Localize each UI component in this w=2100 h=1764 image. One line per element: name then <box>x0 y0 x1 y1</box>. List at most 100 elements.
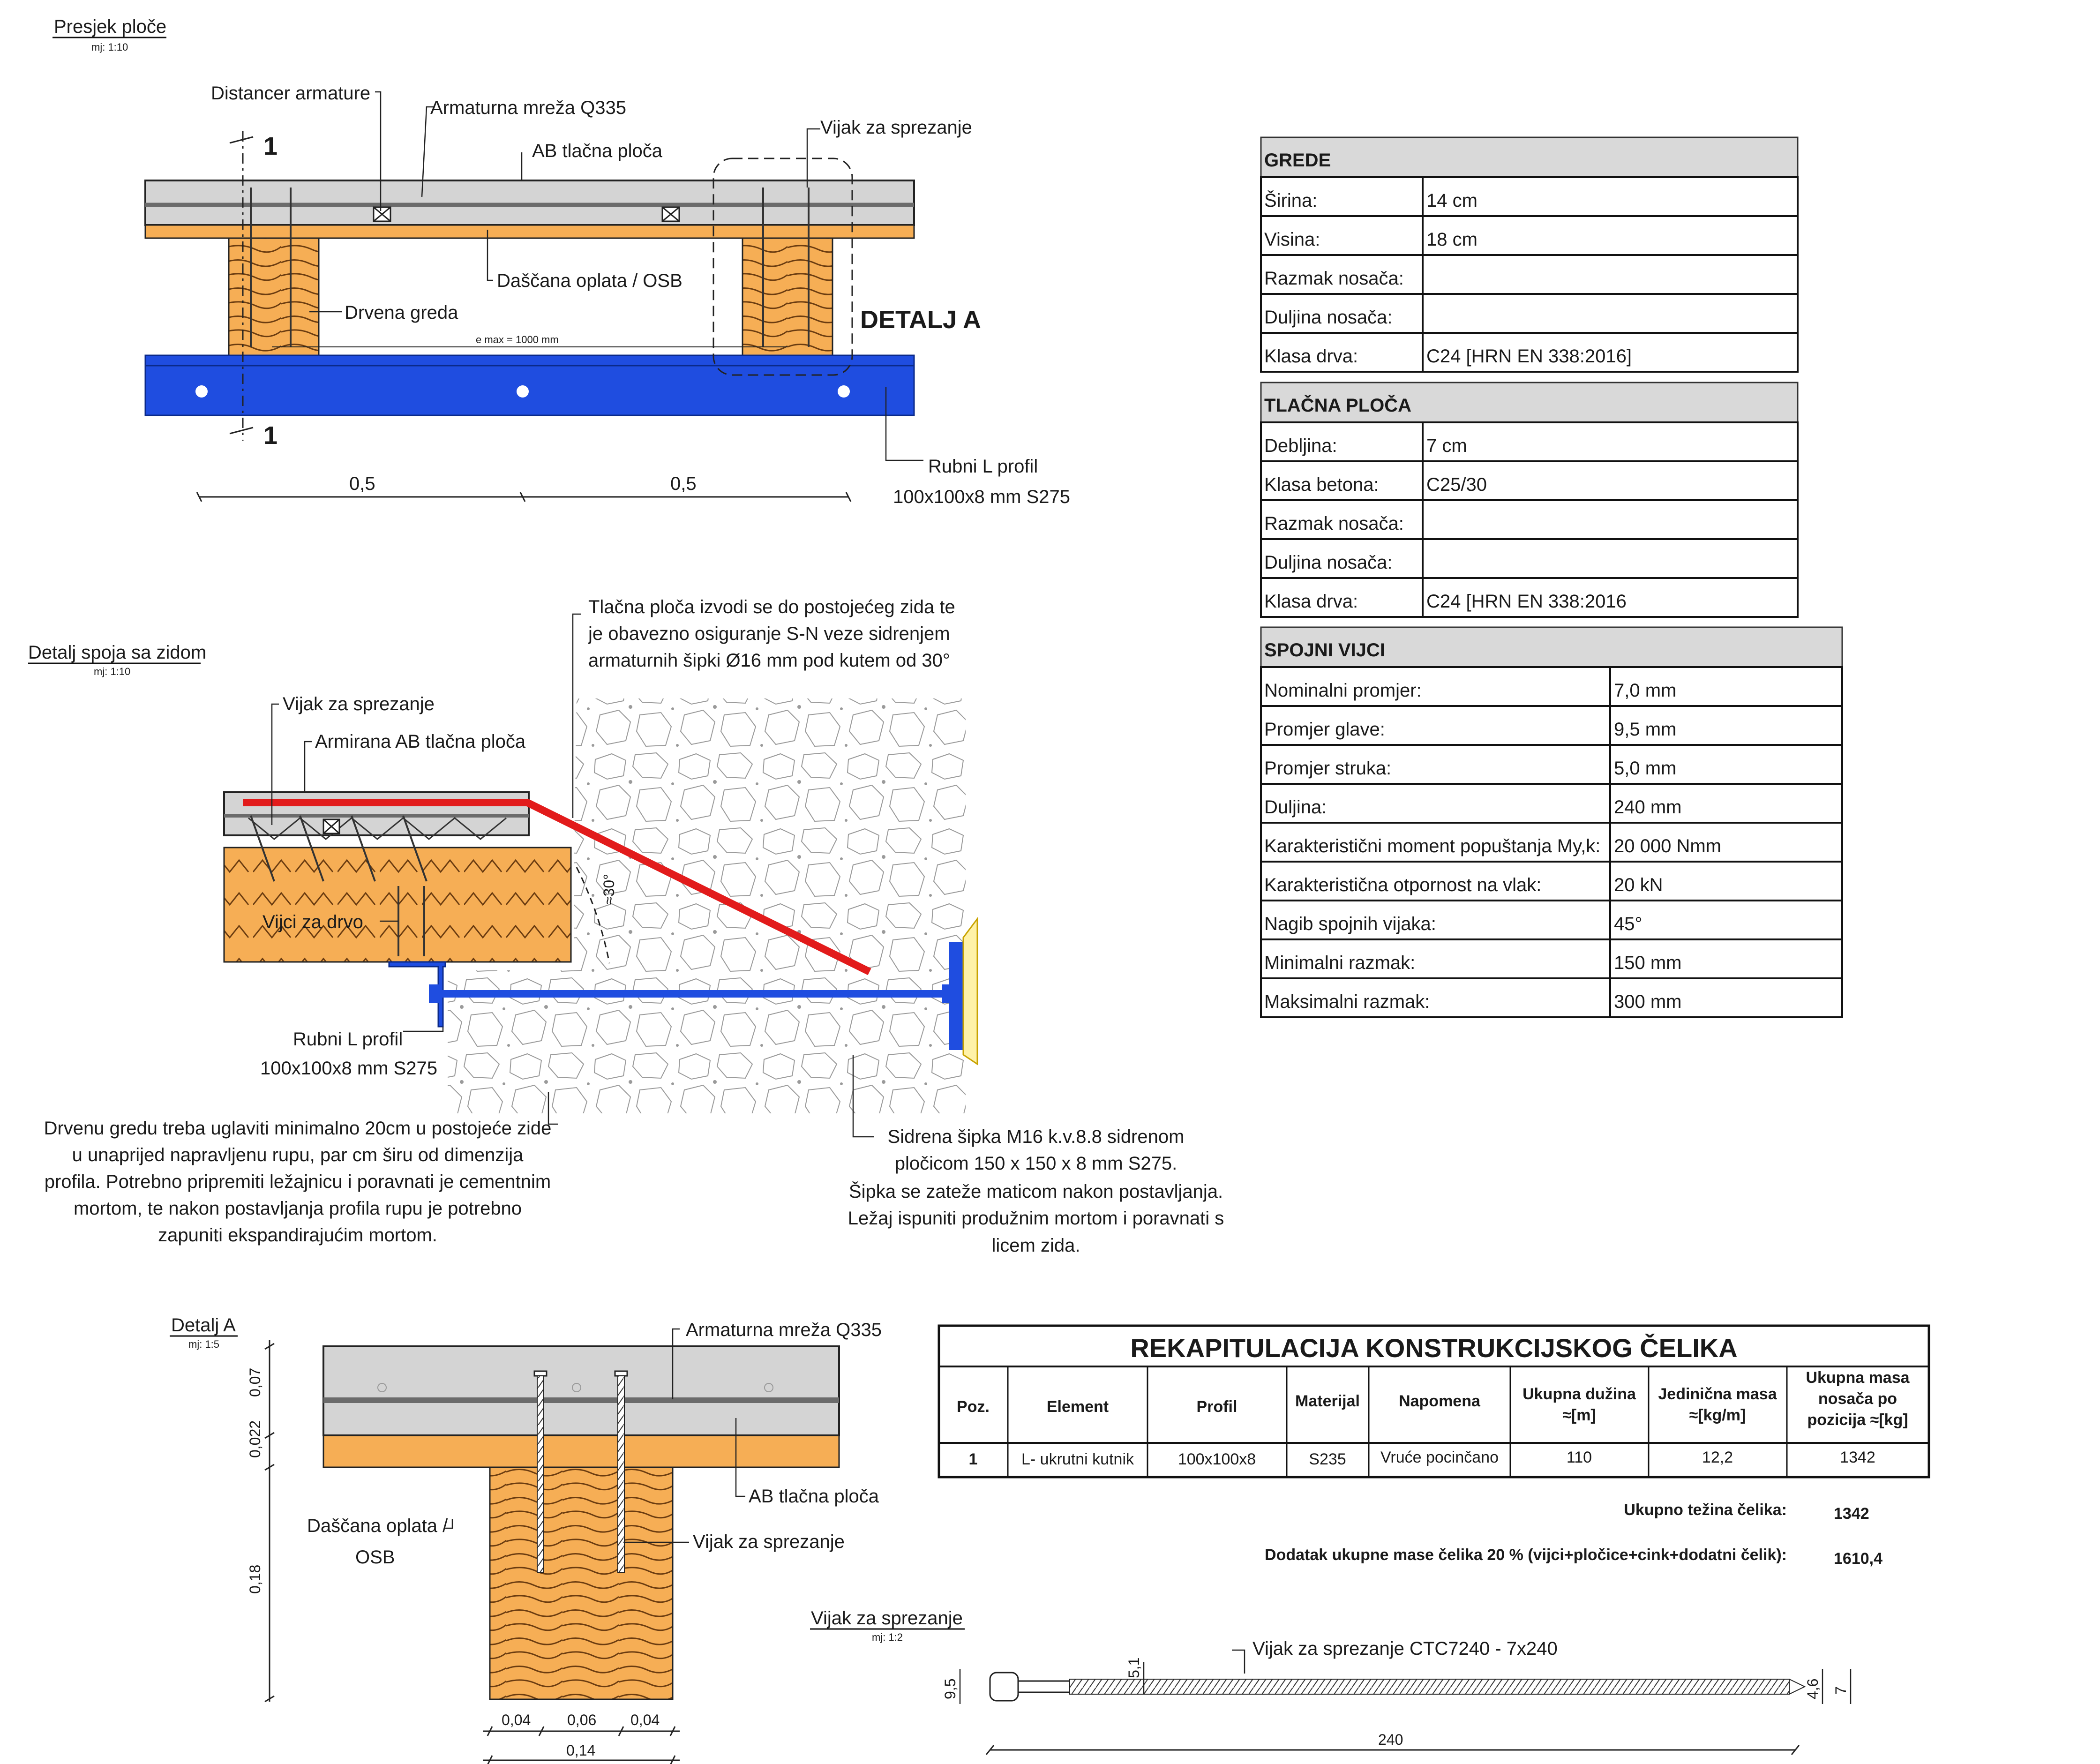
grede-row-value-cell <box>1422 254 1799 295</box>
grede-row-label-cell <box>1260 215 1424 256</box>
timber-beam-left <box>228 237 320 356</box>
vijci-row-label-cell <box>1260 666 1611 707</box>
vijci-row-value-cell <box>1609 744 1843 785</box>
detail-a-scale: mj: 1:5 <box>188 1338 219 1350</box>
tlacna-row-label-cell <box>1260 460 1424 501</box>
note-left-4: mortom, te nakon postavljanja profila ru… <box>74 1198 522 1219</box>
rekap-h-um-2: nosača po <box>1818 1390 1897 1408</box>
note-left-5: zapuniti ekspandirajućim mortom. <box>158 1225 437 1246</box>
rekap-h-poz: Poz. <box>957 1398 990 1416</box>
screw-dim-outer: 7 <box>1832 1686 1849 1695</box>
detail-a-boarding <box>322 1434 840 1468</box>
rekap-r-um: 1342 <box>1840 1449 1875 1466</box>
detail-a-frame <box>712 158 853 376</box>
rekap-extra-label: Dodatak ukupne mase čelika 20 % (vijci+p… <box>1265 1546 1787 1564</box>
rekap-r-profil: 100x100x8 <box>1178 1450 1256 1468</box>
tlacna-row-value: C24 [HRN EN 338:2016 <box>1426 591 1627 612</box>
rekap-h-jm-1: Jedinična masa <box>1658 1385 1777 1403</box>
vijci-title: SPOJNI VIJCI <box>1264 640 1385 661</box>
vijci-row-value: 20 000 Nmm <box>1614 836 1721 856</box>
screw-dim-thread: 5,1 <box>1125 1658 1142 1678</box>
rekap-r-poz: 1 <box>969 1450 978 1468</box>
grede-row-value: C24 [HRN EN 338:2016] <box>1426 346 1632 367</box>
vijci-row-label: Nominalni promjer: <box>1264 680 1422 701</box>
slab-label: AB tlačna ploča <box>532 141 663 161</box>
dim-left: 0,5 <box>349 473 375 494</box>
grede-title: GREDE <box>1264 150 1331 171</box>
grede-row-value-cell <box>1422 215 1799 256</box>
wall-profile-label-1: Rubni L profil <box>293 1029 403 1050</box>
rekap-total-label: Ukupno težina čelika: <box>1624 1501 1787 1519</box>
screw-dim-tip: 4,6 <box>1804 1679 1821 1699</box>
grede-row-label: Duljina nosača: <box>1264 307 1393 328</box>
rekap-r-duzina: 110 <box>1567 1449 1592 1466</box>
rekap-r-element: L- ukrutni kutnik <box>1021 1450 1134 1468</box>
vijci-row-value-cell <box>1609 977 1843 1018</box>
vijci-row-label: Promjer struka: <box>1264 758 1391 779</box>
rekap-h-profil: Profil <box>1197 1398 1238 1416</box>
tlacna-row-label: Debljina: <box>1264 435 1337 456</box>
table-vijci: SPOJNI VIJCI Nominalni promjer: 7,0 mm Pro… <box>1260 626 1843 1018</box>
section-scale: mj: 1:10 <box>91 41 128 53</box>
dim-v-slab: 0,07 <box>247 1368 263 1397</box>
wall-screw-label: Vijak za sprezanje <box>283 694 435 714</box>
rekap-h-napomena: Napomena <box>1399 1392 1481 1410</box>
note-right-5: licem zida. <box>992 1235 1080 1256</box>
grede-row-label-cell <box>1260 176 1424 217</box>
vijci-row-label: Nagib spojnih vijaka: <box>1264 914 1436 934</box>
rekap-h-um-3: pozicija ≈[kg] <box>1807 1411 1908 1429</box>
tlacna-row-value-cell <box>1422 538 1799 579</box>
steel-edge-profile <box>144 354 915 416</box>
tlacna-row-value-cell <box>1422 577 1799 618</box>
anchor-rebar <box>243 799 871 976</box>
angle-label: ≈30° <box>600 874 617 905</box>
vijci-row-value-cell <box>1609 822 1843 863</box>
vijci-row-label: Karakteristična otpornost na vlak: <box>1264 875 1541 895</box>
tlacna-row-value-cell <box>1422 499 1799 540</box>
screw-shank <box>1017 1680 1071 1693</box>
detail-a-boarding-label-1: Daščana oplata / <box>307 1516 448 1536</box>
screw-detail: Vijak za sprezanje mj: 1:2 Vijak za spre… <box>810 1608 1852 1755</box>
vijci-row-value: 9,5 mm <box>1614 719 1676 740</box>
detail-a-screws <box>533 1370 628 1573</box>
wall-slab-label: Armirana AB tlačna ploča <box>315 731 526 752</box>
beam-label: Drvena greda <box>345 302 458 323</box>
boarding-label: Daščana oplata / OSB <box>497 270 682 291</box>
vijci-row-value-cell <box>1609 666 1843 707</box>
profile-label-2: 100x100x8 mm S275 <box>893 487 1070 507</box>
note-right-4: Ležaj ispuniti produžnim mortom i poravn… <box>848 1208 1224 1229</box>
mesh-label: Armaturna mreža Q335 <box>430 98 626 118</box>
vijci-row-value: 7,0 mm <box>1614 680 1676 701</box>
note-right-2: pločicom 150 x 150 x 8 mm S275. <box>895 1153 1178 1174</box>
tlacna-row-label: Duljina nosača: <box>1264 552 1393 573</box>
tlacna-row-value: 7 cm <box>1426 435 1467 456</box>
cut-mark-top: 1 <box>263 132 278 160</box>
detail-a-title: Detalj A <box>171 1315 236 1336</box>
stone-wall <box>448 698 966 1113</box>
dim-right: 0,5 <box>670 473 697 494</box>
tlacna-row-value-cell <box>1422 421 1799 462</box>
screw-label: Vijak za sprezanje <box>820 117 972 138</box>
vijci-row-value: 240 mm <box>1614 797 1682 818</box>
note-left-2: u unaprijed napravljenu rupu, par cm šir… <box>72 1145 524 1165</box>
detail-a-screw-label: Vijak za sprezanje <box>693 1531 845 1552</box>
section-title: Presjek ploče <box>54 16 166 37</box>
spacing-label: e max = 1000 mm <box>476 334 559 345</box>
vijci-row-label: Minimalni razmak: <box>1264 953 1415 973</box>
vijci-row-value: 5,0 mm <box>1614 758 1676 779</box>
detail-a-mesh-label: Armaturna mreža Q335 <box>686 1320 882 1340</box>
rekap-h-materijal: Materijal <box>1295 1392 1360 1410</box>
rekap-r-napomena: Vruće pocinčano <box>1380 1449 1499 1466</box>
rekap-h-duzina-1: Ukupna dužina <box>1522 1385 1636 1403</box>
rekap-h-um-1: Ukupna masa <box>1806 1369 1910 1387</box>
note-left-1: Drvenu gredu treba uglaviti minimalno 20… <box>44 1118 552 1139</box>
section-view: Presjek ploče mj: 1:10 e max = 1000 mm <box>52 16 1070 507</box>
rekap-title: REKAPITULACIJA KONSTRUKCIJSKOG ČELIKA <box>1130 1333 1737 1363</box>
wall-detail-title: Detalj spoja sa zidom <box>28 642 206 663</box>
note-left-3: profila. Potrebno pripremiti ležajnicu i… <box>45 1171 551 1192</box>
rekap-table: REKAPITULACIJA KONSTRUKCIJSKOG ČELIKA Po… <box>938 1324 1930 1568</box>
note-top-2: je obavezno osiguranje S-N veze sidrenje… <box>588 623 950 644</box>
